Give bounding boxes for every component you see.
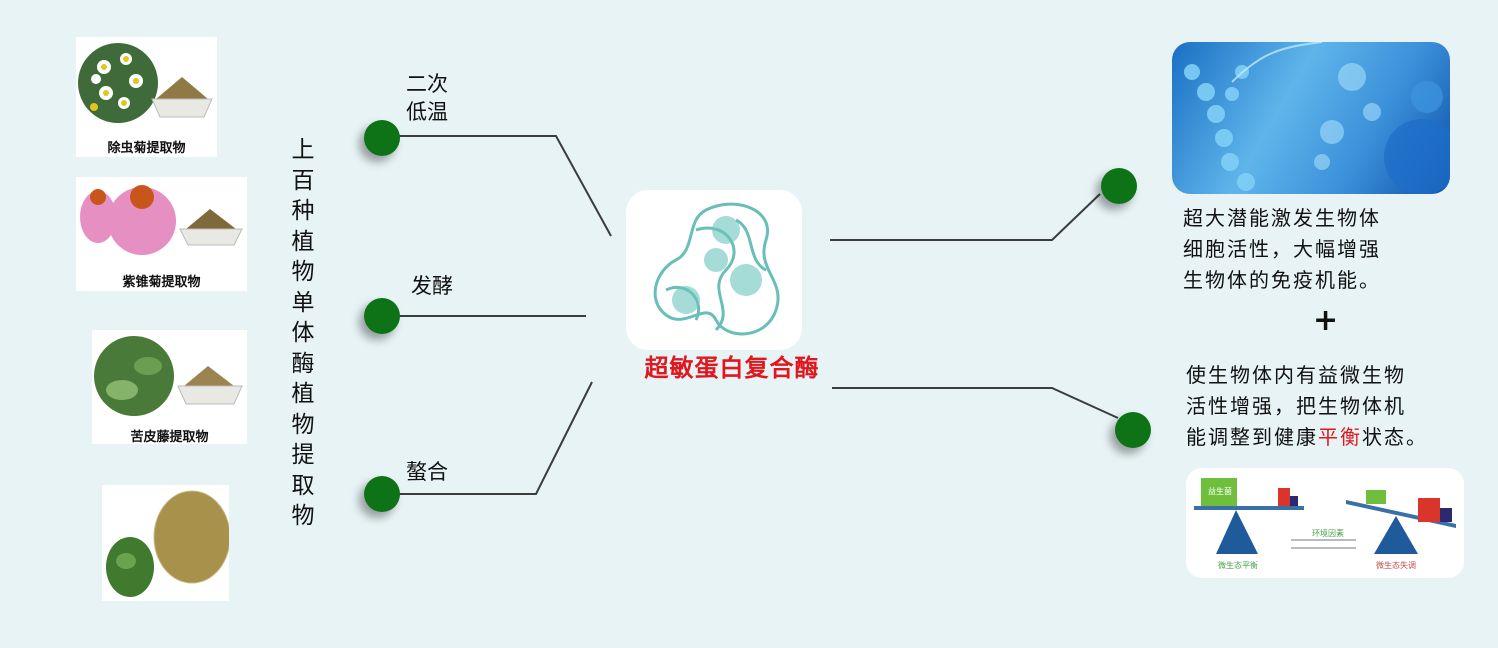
balance-line-1: 使生物体内有益微生物	[1186, 363, 1406, 387]
step-node-fermentation	[364, 298, 400, 334]
balance-caption: 微生态平衡	[1218, 561, 1258, 570]
step-label-chelation: 螯合	[406, 460, 448, 484]
output-node-immunity	[1101, 168, 1137, 204]
balance-description: 使生物体内有益微生物 活性增强，把生物体机 能调整到健康平衡状态。	[1186, 360, 1428, 453]
plus-icon: +	[1313, 303, 1339, 338]
herb-powder-image	[106, 490, 229, 597]
balance-line-2: 活性增强，把生物体机	[1186, 394, 1406, 418]
imbalance-caption: 微生态失调	[1376, 561, 1416, 570]
plant-card-celastrus: 苦皮藤提取物	[92, 330, 247, 445]
dna-cells-image	[1184, 42, 1450, 194]
balance-line-3-end: 状态。	[1362, 425, 1428, 449]
immunity-line-1: 超大潜能激发生物体	[1183, 206, 1381, 230]
step-label-line1: 二次	[406, 72, 448, 96]
seesaw-illustration	[1194, 478, 1456, 554]
plant-card-pyrethrum: 除虫菊提取物	[76, 37, 217, 157]
center-title: 超敏蛋白复合酶	[644, 353, 820, 382]
center-image-card	[626, 190, 802, 350]
immunity-description: 超大潜能激发生物体 细胞活性，大幅增强 生物体的免疫机能。	[1183, 203, 1381, 296]
plant-card-herb-powder	[102, 485, 229, 601]
output-node-balance	[1115, 412, 1151, 448]
step-node-chelation	[364, 476, 400, 512]
step-label-low-temp: 二次 低温	[406, 70, 448, 126]
step-label-fermentation: 发酵	[411, 274, 453, 298]
microbial-balance-diagram: 益生菌 环境因素 微生态平衡 微生态失调	[1186, 468, 1464, 578]
vertical-caption: 上百种植物单体酶植物提取物	[291, 137, 315, 529]
environment-factor-label: 环境因素	[1312, 529, 1344, 538]
plant-label-echinacea: 紫锥菊提取物	[122, 275, 201, 290]
immunity-line-2: 细胞活性，大幅增强	[1183, 237, 1381, 261]
plant-label-pyrethrum: 除虫菊提取物	[107, 141, 186, 156]
echinacea-extract-image	[80, 185, 243, 255]
protein-structure-image	[653, 202, 780, 336]
dna-cells-image-card	[1172, 42, 1450, 194]
balance-line-3-text: 能调整到健康	[1186, 425, 1318, 449]
plant-card-echinacea: 紫锥菊提取物	[76, 177, 247, 291]
celastrus-extract-image	[94, 336, 243, 416]
step-label-line2: 低温	[406, 100, 448, 124]
pyrethrum-extract-image	[78, 43, 213, 123]
step-node-low-temp	[364, 120, 400, 156]
plant-label-celastrus: 苦皮藤提取物	[130, 430, 209, 445]
balance-highlight: 平衡	[1318, 425, 1362, 449]
balance-line-3: 能调整到健康平衡状态。	[1186, 422, 1428, 453]
immunity-line-3: 生物体的免疫机能。	[1183, 268, 1381, 292]
probiotic-box-label: 益生菌	[1208, 487, 1232, 496]
